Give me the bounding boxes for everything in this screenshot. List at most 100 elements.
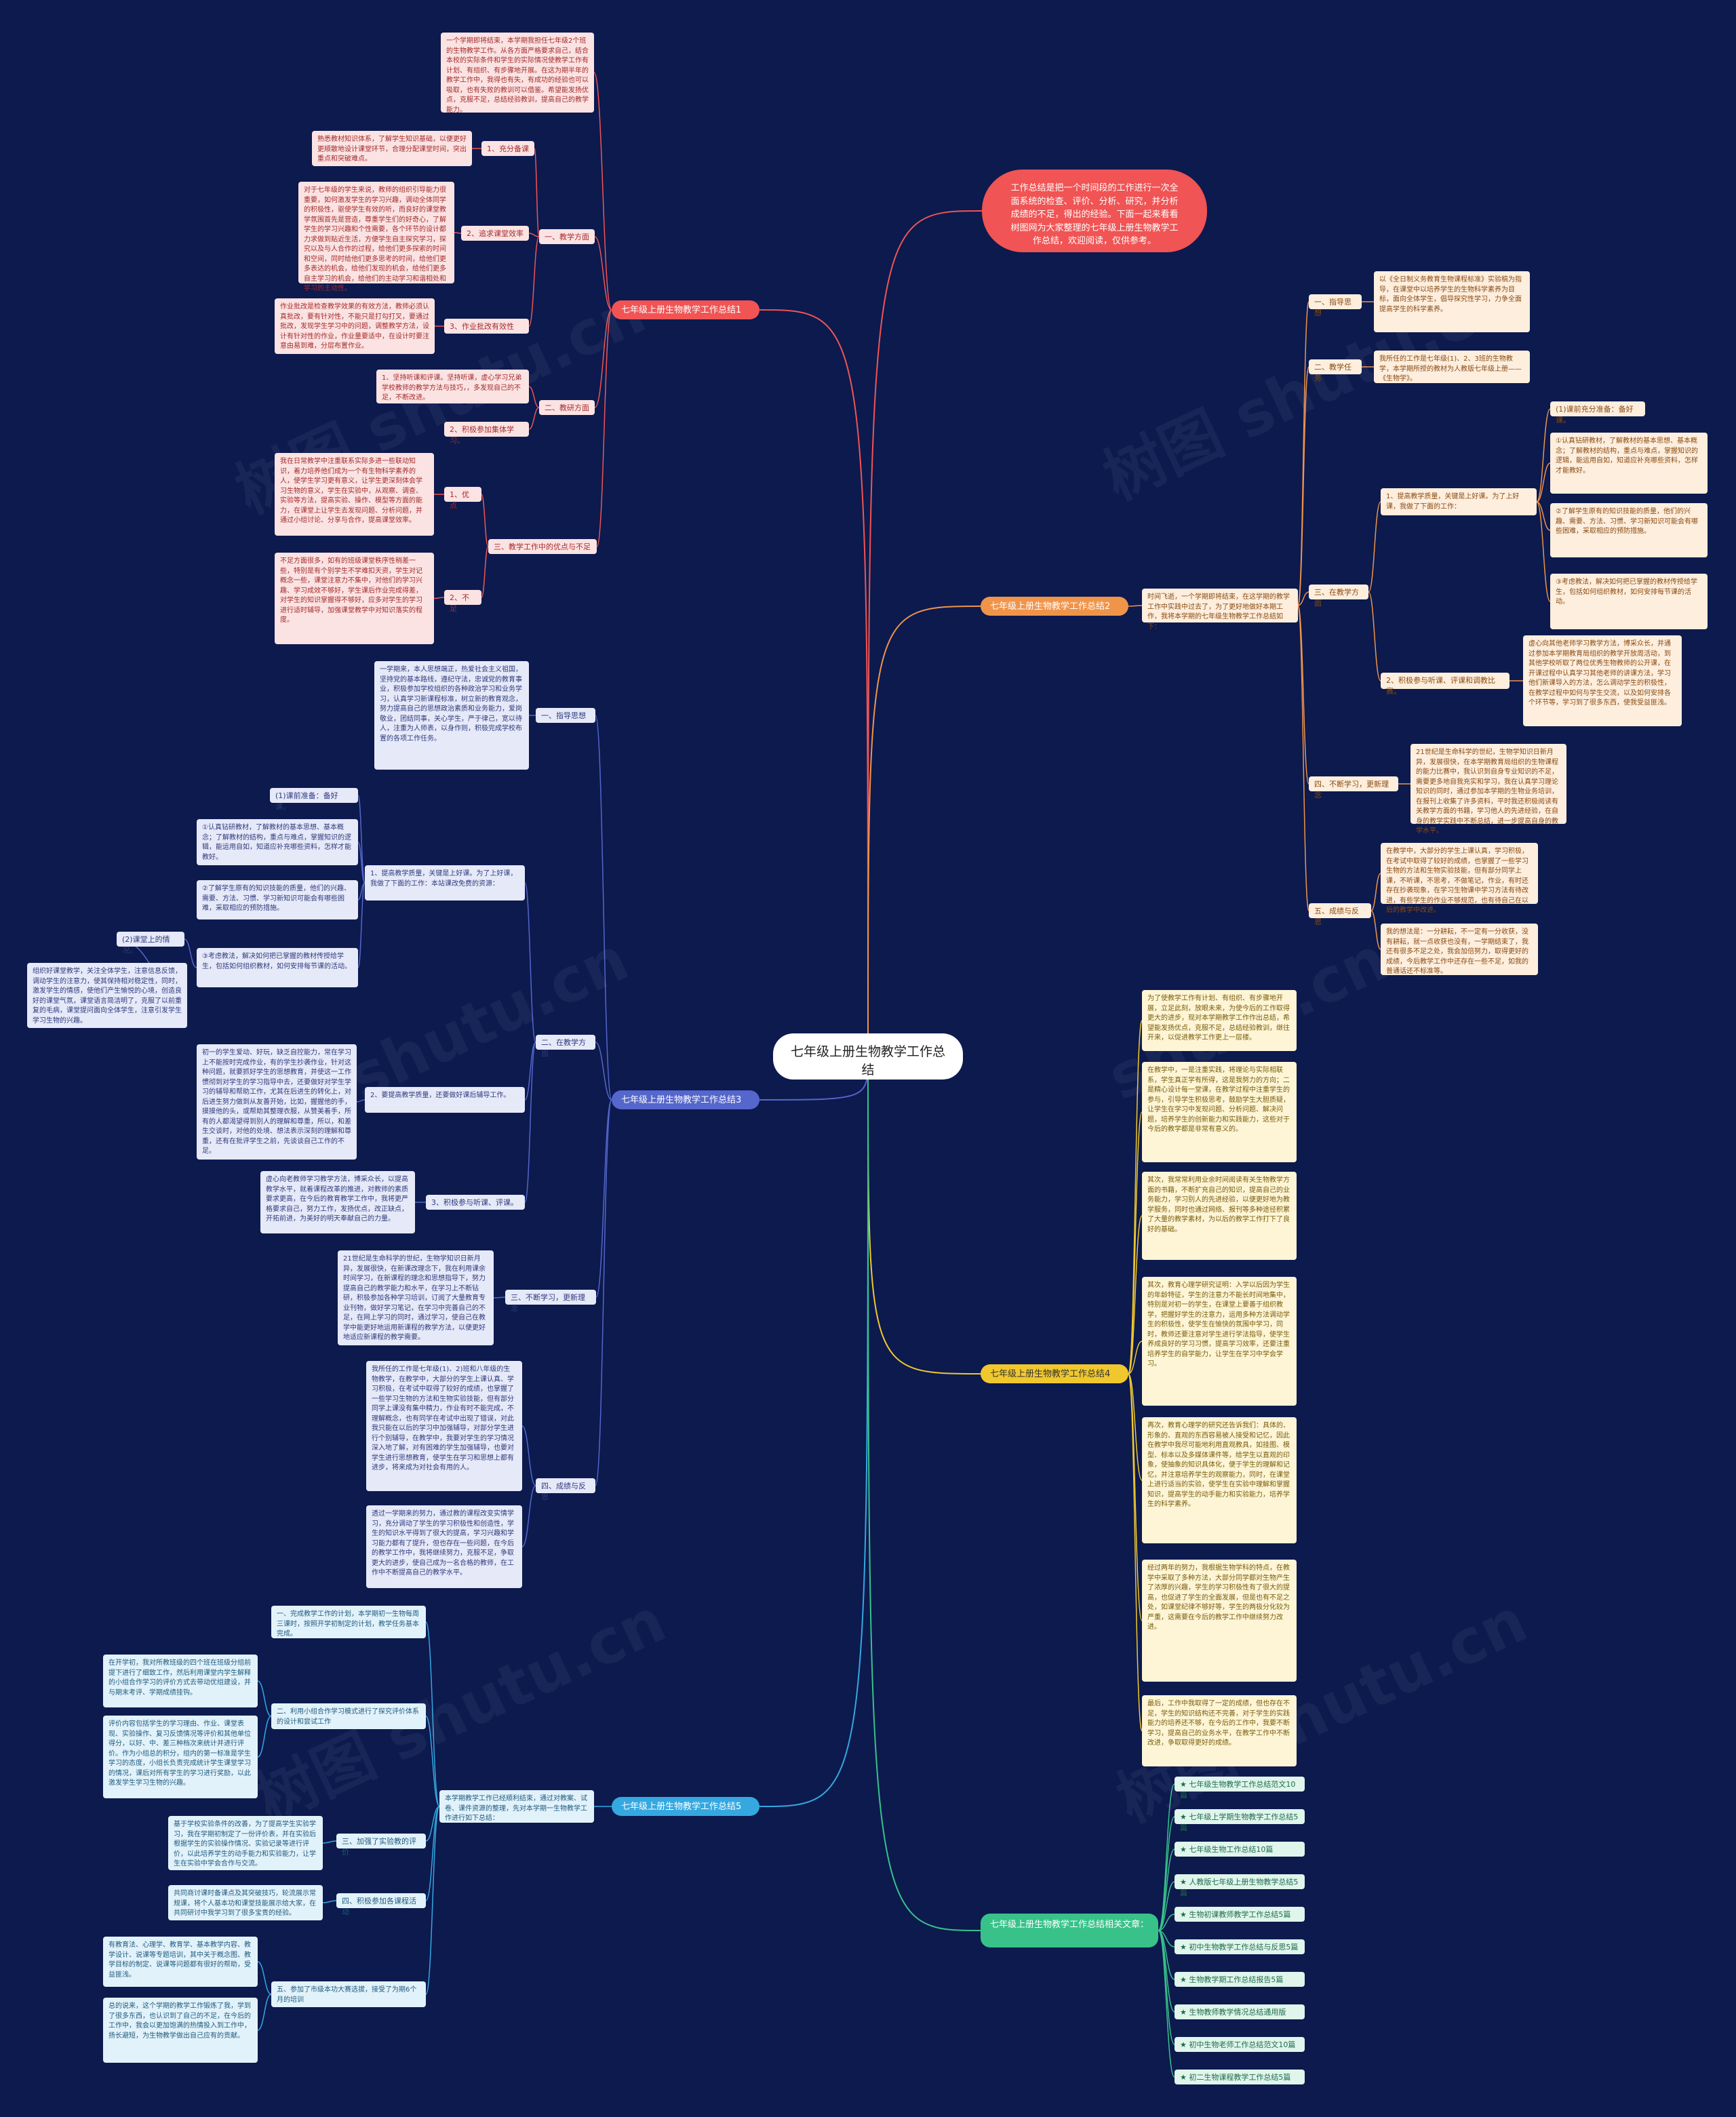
b5-group-eval[interactable]: 二、利用小组合作学习模式进行了探究评价体系的设计和尝试工作 bbox=[271, 1703, 426, 1729]
connector bbox=[1158, 1930, 1175, 2045]
connector bbox=[481, 494, 489, 547]
related-article-link[interactable]: ★ 初中生物教学工作总结与反思5篇 bbox=[1175, 1939, 1305, 1954]
related-article-link[interactable]: ★ 七年级生物教学工作总结范文10篇 bbox=[1175, 1777, 1305, 1800]
connector bbox=[322, 1900, 337, 1903]
related-article-link[interactable]: ★ 人教版七年级上册生物教学总结5篇 bbox=[1175, 1874, 1305, 1897]
b2-quality[interactable]: 1、提高教学质量，关键是上好课。为了上好课，我做了下面的工作： bbox=[1381, 488, 1537, 515]
b3-results[interactable]: 四、成绩与反思 bbox=[536, 1478, 595, 1501]
connector bbox=[528, 236, 540, 327]
branch-summary-2[interactable]: 七年级上册生物教学工作总结2 bbox=[981, 597, 1128, 616]
b2-observe-text: 虚心向其他老师学习教学方法，博采众长，并通过参加本学期教育局组织的教学开放周活动… bbox=[1523, 635, 1682, 726]
b2-results[interactable]: 五、成绩与反思 bbox=[1309, 903, 1371, 926]
connector bbox=[357, 882, 366, 968]
b5-contest[interactable]: 五、参加了市级本功大赛选拔，接受了为期6个月的培训 bbox=[271, 1981, 426, 2007]
b4-para-3: 其次，我常常利用业余时间阅读有关生物教学方面的书籍，不断扩充自己的知识，提高自己… bbox=[1142, 1172, 1297, 1260]
branch-related-articles[interactable]: 七年级上册生物教学工作总结相关文章： bbox=[981, 1914, 1158, 1947]
b3-prep-1: ①认真钻研教材，了解教材的基本思想、基本概念；了解教材的结构，重点与难点，掌握知… bbox=[197, 819, 358, 865]
connector bbox=[1368, 591, 1381, 681]
connector bbox=[595, 715, 612, 1101]
b5-experiment[interactable]: 三、加强了实验教的评价 bbox=[336, 1834, 426, 1857]
b1-homework-text: 作业批改是检查教学效果的有效方法，教师必须认真批改，要有针对性，不能只是打勾打叉… bbox=[275, 298, 435, 354]
b3-tutoring[interactable]: 2、要提高教学质量，还要做好课后辅导工作。 bbox=[365, 1087, 525, 1113]
branch-summary-5[interactable]: 七年级上册生物教学工作总结5 bbox=[612, 1797, 760, 1816]
connector bbox=[1128, 1373, 1143, 1732]
b1-teaching[interactable]: 一、教学方面 bbox=[539, 229, 595, 244]
related-article-link[interactable]: ★ 生物初课教师教学工作总结5篇 bbox=[1175, 1907, 1305, 1922]
b2-lead-text: 时间飞逝，一个学期即将结束，在这学期的教学工作中实践中过去了，为了更好地做好本期… bbox=[1142, 589, 1298, 631]
b1-homework[interactable]: 3、作业批改有效性 bbox=[444, 319, 529, 334]
b3-prep-3: ③考虑教法，解决如何把已掌握的教材传授给学生，包括如何组织教材，如何安排每节课的… bbox=[197, 948, 358, 987]
connector bbox=[528, 386, 540, 408]
b3-guide[interactable]: 一、指导思想 bbox=[536, 708, 595, 723]
b3-learn-text: 21世纪是生命科学的世纪，生物学知识日新月异，发展很快，在新课改理念下，我在利用… bbox=[338, 1250, 494, 1345]
related-article-link[interactable]: ★ 初二生物课程教学工作总结5篇 bbox=[1175, 2070, 1305, 2084]
b2-results-2: 我的想法是：一分耕耘，不一定有一分收获，没有耕耘，就一点收获也没有，一学期结束了… bbox=[1381, 924, 1538, 975]
b3-learn[interactable]: 三、不断学习，更新理念 bbox=[505, 1290, 596, 1313]
connector bbox=[1158, 1914, 1175, 1931]
branch-summary-1[interactable]: 七年级上册生物教学工作总结1 bbox=[612, 300, 760, 319]
connector bbox=[425, 1806, 440, 1901]
connector bbox=[595, 1042, 612, 1101]
b3-quality[interactable]: 1、提高教学质量，关键是上好课。为了上好课，我做了下面的工作：本站课改免费的资源… bbox=[365, 865, 525, 901]
b5-activities-text: 共同商讨课时备课点及其突破技巧，轮流展示常规课，将个人基本功和课堂技能展示给大家… bbox=[168, 1885, 323, 1920]
b1-research[interactable]: 二、教研方面 bbox=[539, 400, 595, 415]
connector bbox=[593, 72, 612, 311]
connector bbox=[1158, 1848, 1175, 1931]
b2-learn[interactable]: 四、不断学习，更新理念 bbox=[1309, 776, 1398, 799]
b1-prepare-text: 熟悉教材知识体系，了解学生知识基础，以便更好更顺散地设计课堂环节，合理分配课堂时… bbox=[312, 131, 472, 166]
connector bbox=[595, 1099, 612, 1486]
b3-guide-text: 一学期来，本人思想端正，热爱社会主义祖国，坚持党的基本路线，遵纪守法，忠诚党的教… bbox=[374, 661, 529, 770]
b1-prepare[interactable]: 1、充分备课 bbox=[481, 141, 534, 156]
b1-merit[interactable]: 1、优点 bbox=[444, 487, 481, 510]
b2-results-1: 在教学中，大部分的学生上课认真，学习积极，在考试中取得了较好的成绩，也掌握了一些… bbox=[1381, 843, 1538, 914]
b3-teaching[interactable]: 二、在教学方面 bbox=[536, 1035, 595, 1058]
trunk-connector bbox=[867, 606, 981, 1057]
b1-efficiency[interactable]: 2、追求课堂效率 bbox=[461, 226, 529, 241]
b2-prep-1: ①认真钻研教材，了解教材的基本思想、基本概念；了解教材的结构，重点与难点，掌握知… bbox=[1550, 433, 1708, 494]
b5-plan[interactable]: 一、完成教学工作的计划，本学期初一生物每周三课时，按照开学初制定的计划，教学任务… bbox=[271, 1606, 426, 1638]
b5-contest-2: 总的说来，这个学期的教学工作锻炼了我，学到了很多东西，也认识到了自己的不足，在今… bbox=[103, 1998, 258, 2063]
connector bbox=[521, 1425, 536, 1486]
connector bbox=[594, 309, 612, 408]
connector bbox=[357, 842, 366, 884]
b2-prep-2: ②了解学生原有的知识技能的质量，他们的兴趣、需要、方法、习惯、学习新知识可能会有… bbox=[1550, 503, 1708, 557]
related-article-link[interactable]: ★ 生物教师教学情况总结通用版 bbox=[1175, 2004, 1305, 2019]
connector bbox=[322, 1840, 337, 1844]
connector bbox=[1297, 605, 1309, 911]
b2-teaching[interactable]: 三、在教学方面 bbox=[1309, 585, 1368, 608]
connector bbox=[257, 1680, 272, 1717]
b4-para-6: 经过两年的努力，我根据生物学科的特点，在教学中采取了多种方法，大部分同学都对生物… bbox=[1142, 1560, 1297, 1682]
b5-activities[interactable]: 四、积极参加各课程活动 bbox=[336, 1893, 426, 1916]
b4-para-7: 最后，工作中我取得了一定的成绩，但也存在不足，学生的知识结构还不完善，对于学生的… bbox=[1142, 1695, 1297, 1766]
intro-bubble[interactable]: 工作总结是把一个时间段的工作进行一次全面系统的检查、评价、分析、研究，并分析成绩… bbox=[982, 170, 1207, 252]
branch-summary-4[interactable]: 七年级上册生物教学工作总结4 bbox=[981, 1364, 1128, 1383]
related-article-link[interactable]: ★ 初中生物老师工作总结范文10篇 bbox=[1175, 2037, 1305, 2052]
connector bbox=[433, 597, 445, 599]
connector bbox=[1536, 501, 1551, 531]
connector bbox=[356, 1099, 366, 1103]
related-article-link[interactable]: ★ 七年级上学期生物教学工作总结5篇 bbox=[1175, 1809, 1305, 1832]
branch-summary-3[interactable]: 七年级上册生物教学工作总结3 bbox=[612, 1090, 760, 1109]
b2-task[interactable]: 二、教学任务 bbox=[1309, 359, 1362, 382]
connector bbox=[595, 1099, 612, 1298]
connector bbox=[1128, 1111, 1143, 1374]
b2-observe[interactable]: 2、积极参与听课、评课和调教比赛。 bbox=[1381, 673, 1510, 696]
b5-lead-text: 本学期教学工作已经顺利结束，通过对教案、试卷、课件资源的整理，先对本学期一生物教… bbox=[439, 1790, 594, 1823]
connector bbox=[1297, 366, 1309, 606]
b4-para-5: 再次，教育心理学的研究还告诉我们：具体的、形象的、直观的东西容易被人接受和记忆，… bbox=[1142, 1417, 1297, 1543]
connector bbox=[1128, 1373, 1143, 1621]
related-article-link[interactable]: ★ 生物教学期工作总结报告5篇 bbox=[1175, 1972, 1305, 1987]
b1-listen: 1、坚持听课和评课。坚持听课，虚心学习兄弟学校教师的教学方法与技巧，，多发现自己… bbox=[376, 370, 529, 403]
b1-lead-text: 一个学期即将结束，本学期我担任七年级2个班的生物教学工作。从各方面严格要求自己，… bbox=[441, 33, 594, 114]
b2-guide[interactable]: 一、指导思想 bbox=[1309, 294, 1362, 317]
connector bbox=[524, 882, 536, 1043]
connector bbox=[257, 1961, 272, 1995]
root-topic[interactable]: 七年级上册生物教学工作总结 bbox=[773, 1033, 963, 1080]
b1-merits[interactable]: 三、教学工作中的优点与不足 bbox=[488, 539, 597, 554]
related-article-link[interactable]: ★ 七年级生物工作总结10篇 bbox=[1175, 1842, 1305, 1857]
b2-learn-text: 21世纪是生命科学的世纪，生物学知识日新月异，发展很快，在本学期教育局组织的生物… bbox=[1410, 744, 1566, 835]
connector bbox=[528, 407, 540, 430]
b5-experiment-text: 基于学校实验条件的改善，为了提高学生实验学习，我在学期初制定了一份评价表，并在实… bbox=[168, 1816, 323, 1870]
b1-defect[interactable]: 2、不足 bbox=[444, 590, 481, 613]
b3-observe[interactable]: 3、积极参与听课、评课。 bbox=[426, 1195, 525, 1210]
